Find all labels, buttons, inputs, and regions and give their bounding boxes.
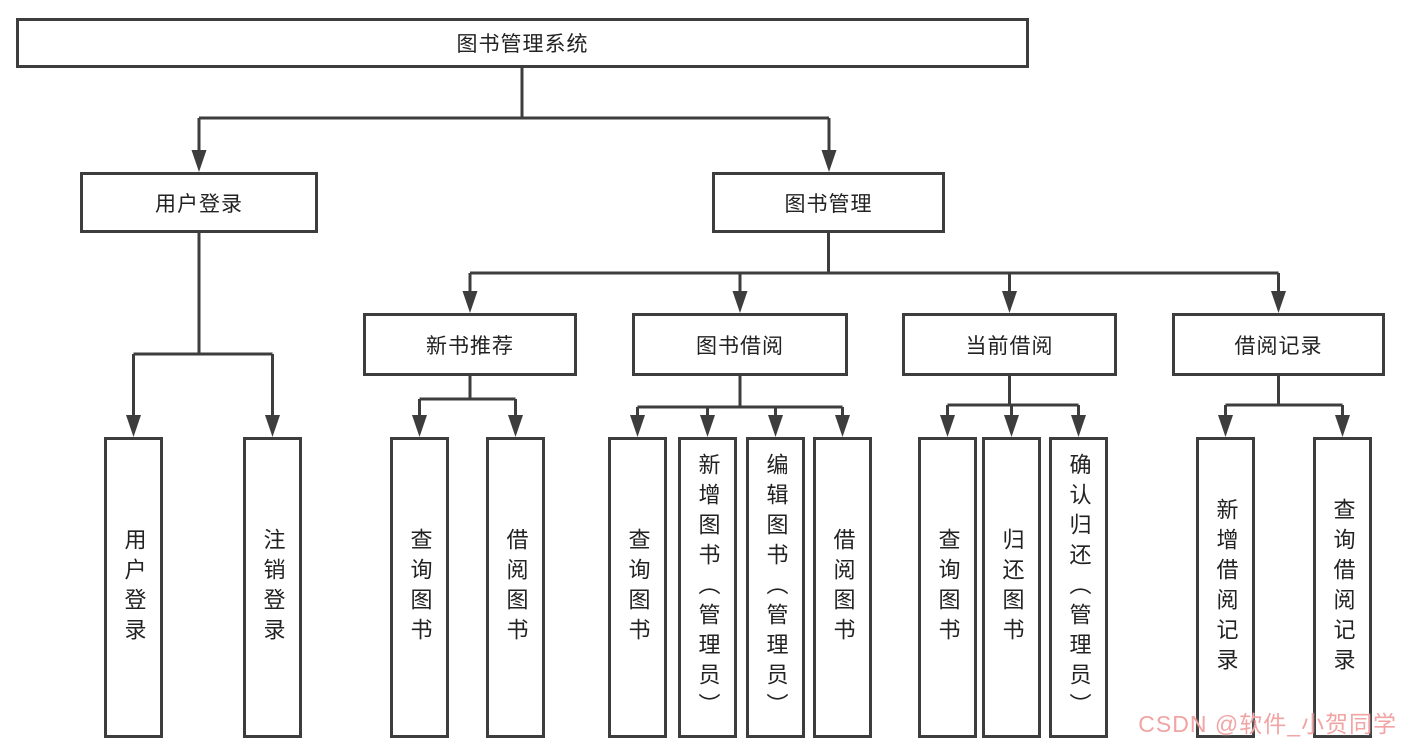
arrow-down [508,415,523,437]
leaf-add-borrow-record: 新增借阅记录 [1196,437,1255,738]
connector-current-borrowing [946,376,1080,421]
node-label: 图书管理 [784,192,873,216]
leaf-logout: 注销登录 [243,437,302,738]
arrow-down [700,415,715,437]
leaf-add-book-admin: 新增图书（管理员） [678,437,737,738]
node-book-management: 图书管理 [712,172,945,233]
connector-paths [132,68,1344,421]
node-label: 当前借阅 [965,334,1054,358]
leaf-label: 确认归还（管理员） [1066,452,1092,723]
leaf-label: 归还图书 [999,527,1025,648]
arrow-down [191,150,207,172]
leaf-query-books-borrowing: 查询图书 [608,437,667,738]
leaf-label: 编辑图书（管理员） [763,452,789,723]
leaf-query-books-current: 查询图书 [918,437,977,738]
connector-borrowing-records [1224,376,1344,421]
arrow-down [1335,415,1350,437]
leaf-label: 用户登录 [121,527,147,648]
node-label: 图书管理系统 [456,33,589,56]
leaf-confirm-return-admin: 确认归还（管理员） [1049,437,1108,738]
connector-root [197,68,831,156]
connector-book-borrowing [636,376,844,421]
arrow-down [821,150,837,172]
node-label: 图书借阅 [696,334,784,358]
leaf-label: 新增借阅记录 [1213,497,1239,678]
leaf-query-borrow-record: 查询借阅记录 [1313,437,1372,738]
connector-user-login [132,233,274,421]
arrow-down [265,415,280,437]
node-borrowing-records: 借阅记录 [1172,313,1385,376]
arrow-down [412,415,427,437]
arrow-down [1218,415,1233,437]
leaf-query-books-recommend: 查询图书 [390,437,449,738]
arrow-down [1071,415,1086,437]
arrow-down [768,415,783,437]
leaf-label: 查询图书 [625,527,651,648]
watermark-csdn: CSDN @软件_小贺同学 [1138,711,1397,737]
arrowheads [126,150,1350,437]
arrow-down [630,415,645,437]
leaf-borrow-books-recommend: 借阅图书 [486,437,545,738]
leaf-borrow-books-borrowing: 借阅图书 [813,437,872,738]
leaf-label: 查询图书 [407,527,433,648]
node-current-borrowing: 当前借阅 [902,313,1117,376]
leaf-label: 查询图书 [935,527,961,648]
leaf-user-login: 用户登录 [104,437,163,738]
leaf-edit-book-admin: 编辑图书（管理员） [746,437,805,738]
arrow-down [126,415,141,437]
node-user-login: 用户登录 [80,172,318,233]
node-label: 借阅记录 [1234,334,1323,358]
arrow-down [1004,415,1019,437]
node-label: 用户登录 [155,192,243,216]
node-new-book-recommendation: 新书推荐 [363,313,577,376]
arrow-down [835,415,850,437]
leaf-label: 新增图书（管理员） [695,452,721,723]
arrow-down [1002,291,1017,313]
leaf-label: 查询借阅记录 [1330,497,1356,678]
connector-new-book-recommendation [418,376,517,421]
leaf-label: 借阅图书 [830,527,856,648]
arrow-down [940,415,955,437]
node-library-management-system: 图书管理系统 [16,18,1029,68]
connector-book-management [468,233,1280,297]
leaf-return-books: 归还图书 [982,437,1041,738]
arrow-down [1271,291,1286,313]
leaf-label: 注销登录 [260,527,286,648]
arrow-down [462,291,478,313]
node-label: 新书推荐 [426,334,514,358]
arrow-down [732,291,748,313]
leaf-label: 借阅图书 [503,527,529,648]
node-book-borrowing: 图书借阅 [632,313,848,376]
